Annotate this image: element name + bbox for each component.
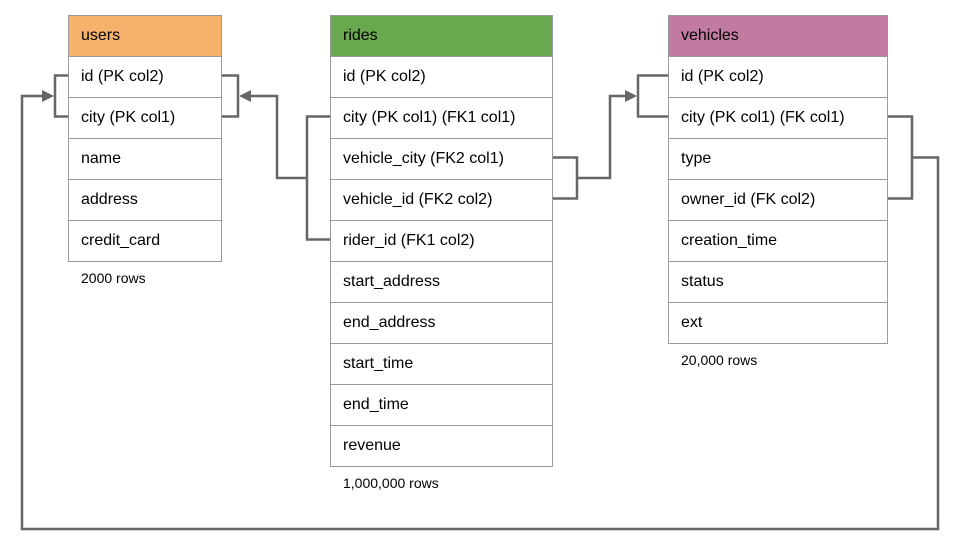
column-row: revenue <box>331 425 552 466</box>
column-row: address <box>69 179 221 220</box>
column-row: end_time <box>331 384 552 425</box>
column-row: id (PK col2) <box>331 56 552 97</box>
users-left-bracket <box>53 74 68 118</box>
arrowhead-into-users-left <box>42 90 54 102</box>
column-row: owner_id (FK col2) <box>669 179 887 220</box>
fk2-link-line <box>577 94 626 180</box>
table-rides-rowcount: 1,000,000 rows <box>343 475 439 491</box>
table-users-header: users <box>69 16 221 56</box>
column-row: rider_id (FK1 col2) <box>331 220 552 261</box>
table-vehicles-header: vehicles <box>669 16 887 56</box>
column-row: ext <box>669 302 887 343</box>
column-row: vehicle_city (FK2 col1) <box>331 138 552 179</box>
vehicles-left-bracket <box>636 74 668 118</box>
table-users-rowcount: 2000 rows <box>81 270 146 286</box>
column-row: id (PK col2) <box>69 56 221 97</box>
table-rides: rides id (PK col2)city (PK col1) (FK1 co… <box>330 15 553 491</box>
rides-right-bracket <box>553 156 579 200</box>
rides-left-bracket <box>305 115 330 241</box>
fk2-rides-to-vehicles-connector <box>553 74 668 200</box>
table-users-title: users <box>81 27 121 44</box>
arrowhead-into-vehicles-left <box>625 90 637 102</box>
table-vehicles: vehicles id (PK col2)city (PK col1) (FK … <box>668 15 888 368</box>
table-vehicles-rowcount: 20,000 rows <box>681 352 758 368</box>
vehicles-right-bracket <box>888 115 914 200</box>
column-row: creation_time <box>669 220 887 261</box>
column-row: vehicle_id (FK2 col2) <box>331 179 552 220</box>
fk1-rides-to-users-connector <box>222 74 330 241</box>
arrowhead-into-users-right <box>239 90 251 102</box>
fk1-link-line <box>250 94 307 180</box>
column-row: start_time <box>331 343 552 384</box>
table-vehicles-columns: id (PK col2)city (PK col1) (FK col1)type… <box>669 56 887 343</box>
users-right-bracket <box>222 74 240 118</box>
column-row: id (PK col2) <box>669 56 887 97</box>
column-row: start_address <box>331 261 552 302</box>
column-row: city (PK col1) (FK1 col1) <box>331 97 552 138</box>
column-row: type <box>669 138 887 179</box>
column-row: end_address <box>331 302 552 343</box>
table-rides-title: rides <box>343 27 378 44</box>
column-row: city (PK col1) (FK col1) <box>669 97 887 138</box>
table-rides-header: rides <box>331 16 552 56</box>
table-vehicles-title: vehicles <box>681 27 739 44</box>
column-row: credit_card <box>69 220 221 261</box>
column-row: name <box>69 138 221 179</box>
table-rides-columns: id (PK col2)city (PK col1) (FK1 col1)veh… <box>331 56 552 466</box>
column-row: city (PK col1) <box>69 97 221 138</box>
column-row: status <box>669 261 887 302</box>
